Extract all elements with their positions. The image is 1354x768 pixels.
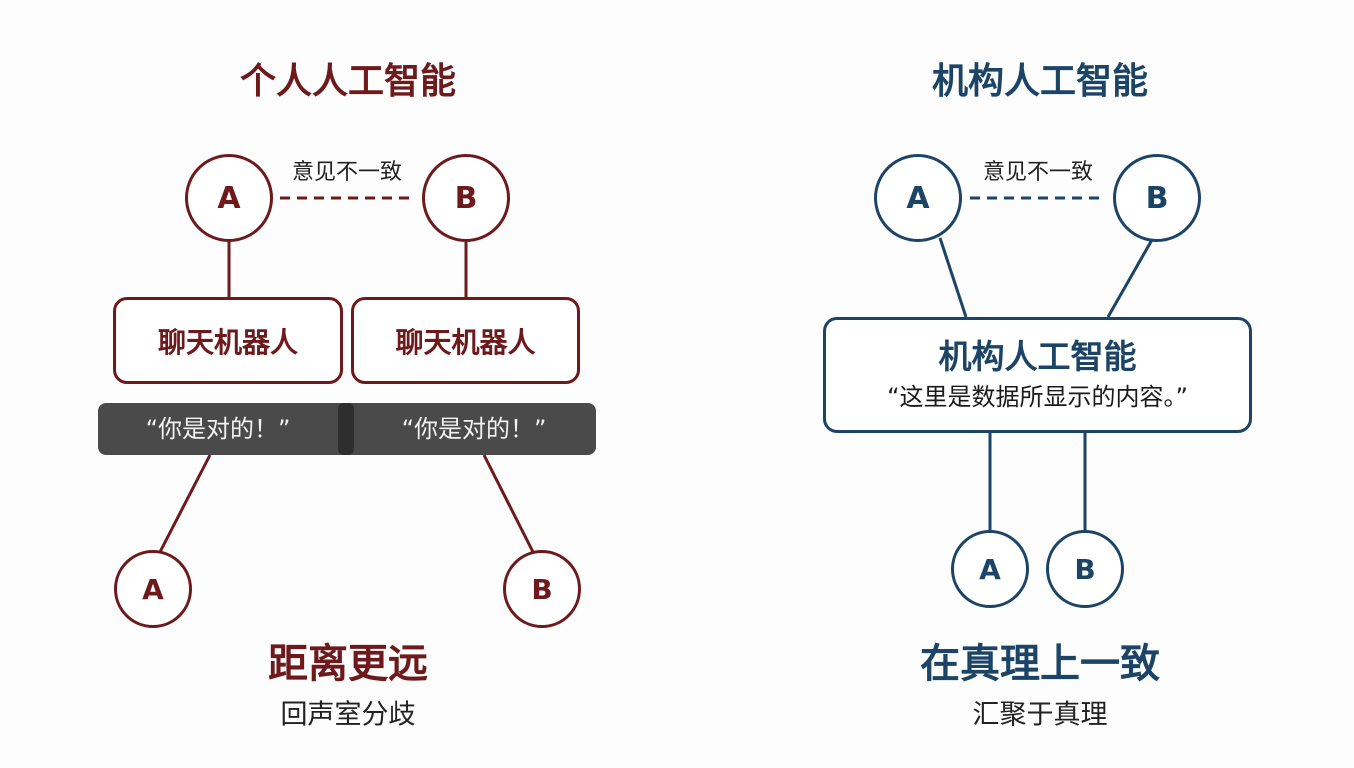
disagree-label-left: 意见不一致 (291, 160, 403, 185)
institutional-ai-box-title: 机构人工智能 (938, 337, 1137, 376)
connector-reply-b (482, 454, 535, 553)
personal-ai-title: 个人人工智能 (239, 61, 457, 102)
reply-a: “你是对的！” (145, 415, 291, 443)
connector-reply-a (158, 454, 212, 553)
reply-divider (338, 403, 354, 455)
institutional-ai-quote: “这里是数据所显示的内容。” (887, 383, 1188, 411)
connector-b-institution (1106, 237, 1155, 318)
connector-a-institution (938, 237, 968, 318)
institutional-ai-box: 机构人工智能 “这里是数据所显示的内容。” (823, 317, 1252, 433)
chatbot-box-b: 聊天机器人 (351, 297, 580, 384)
chatbot-reply-bar: “你是对的！” “你是对的！” (98, 403, 596, 455)
outcome-further-apart: 距离更远 (268, 641, 428, 687)
chatbot-box-a: 聊天机器人 (113, 297, 343, 384)
user-a-node: A (185, 154, 273, 242)
outcome-subtitle-right: 汇聚于真理 (972, 699, 1108, 731)
reply-b: “你是对的！” (401, 415, 547, 443)
result-a-node: A (114, 550, 192, 628)
user-b-node: B (422, 154, 510, 242)
outcome-agree-on-truth: 在真理上一致 (920, 641, 1160, 687)
result-b-node-right: B (1046, 530, 1124, 608)
disagree-label-right: 意见不一致 (982, 160, 1094, 185)
result-a-node-right: A (951, 530, 1029, 608)
user-b-node-right: B (1113, 154, 1201, 242)
institutional-ai-title: 机构人工智能 (931, 61, 1149, 102)
result-b-node: B (503, 550, 581, 628)
user-a-node-right: A (874, 154, 962, 242)
outcome-subtitle-left: 回声室分歧 (280, 699, 416, 731)
